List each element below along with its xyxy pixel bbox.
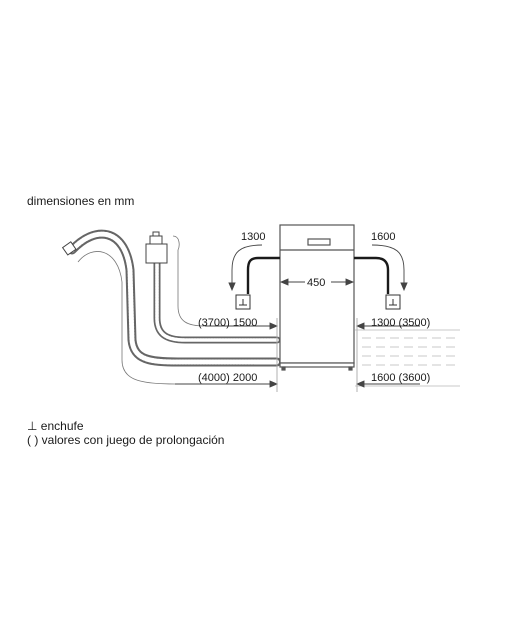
left-hose-upper-label: (3700) 1500 [198, 317, 257, 329]
right-hose-lower-label: 1600 (3600) [371, 372, 430, 384]
hose-connector-icon [61, 241, 77, 256]
right-drain-height-label: 1600 [371, 231, 395, 243]
plug-socket-icon-right [385, 294, 401, 310]
left-drain-height-label: 1300 [241, 231, 265, 243]
width-label: 450 [307, 277, 325, 289]
page-title: dimensiones en mm [27, 194, 135, 208]
drain-hoses [246, 256, 390, 294]
water-hose [67, 229, 282, 367]
legend-plug-label: enchufe [40, 419, 84, 433]
left-dimension-arrows [175, 318, 279, 392]
legend-plug: ⊥ enchufe [27, 419, 84, 433]
range-guides [77, 235, 277, 385]
plug-socket-icon-left [235, 294, 251, 310]
drain-height-arrows [228, 244, 408, 292]
aquastop-valve-icon [145, 231, 168, 264]
right-dimension-arrows [355, 318, 420, 392]
left-hose-lower-label: (4000) 2000 [198, 372, 257, 384]
legend-extension: ( ) valores con juego de prolongación [27, 433, 225, 447]
dishwasher-outline [279, 224, 355, 371]
right-hose-upper-label: 1300 (3500) [371, 317, 430, 329]
plug-icon: ⊥ [27, 419, 38, 433]
floor-lines [355, 329, 460, 387]
